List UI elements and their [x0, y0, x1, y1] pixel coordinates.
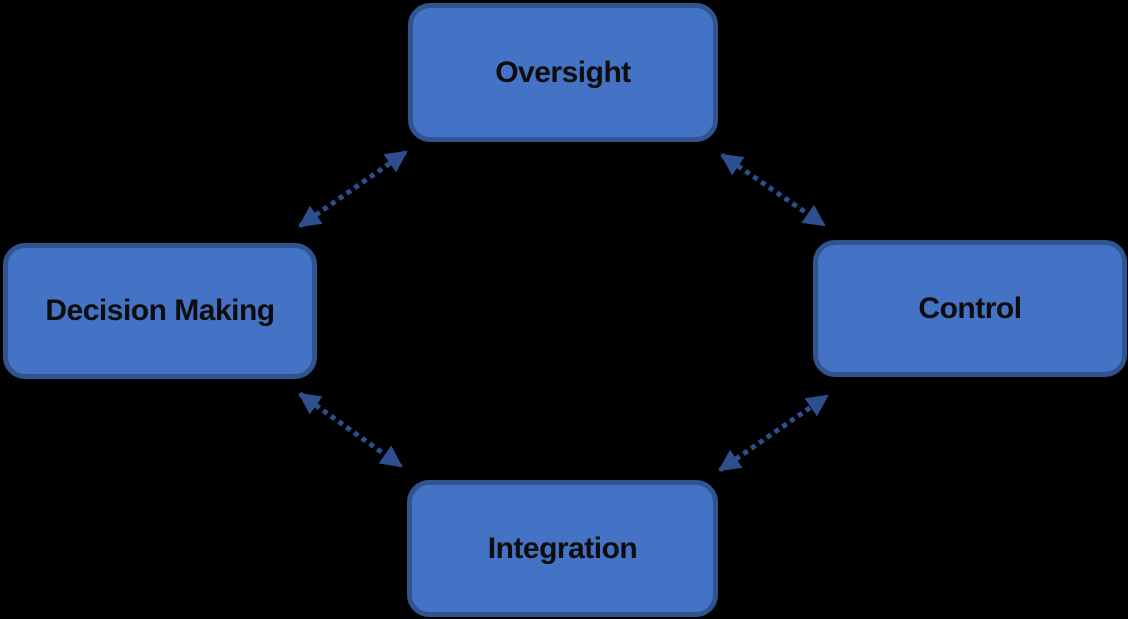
double-arrow-decision-oversight-icon — [298, 149, 408, 229]
node-oversight-label: Oversight — [495, 55, 631, 89]
node-oversight: Oversight — [408, 3, 718, 142]
node-decision-making: Decision Making — [3, 243, 317, 379]
node-control-label: Control — [918, 291, 1022, 325]
node-decision-making-label: Decision Making — [45, 294, 275, 327]
double-arrow-decision-integration-icon — [298, 391, 403, 469]
double-arrow-integration-control-icon — [718, 393, 829, 473]
node-control: Control — [813, 240, 1127, 377]
double-arrow-oversight-control-icon — [720, 152, 826, 228]
node-integration: Integration — [407, 480, 718, 617]
node-integration-label: Integration — [487, 531, 638, 565]
